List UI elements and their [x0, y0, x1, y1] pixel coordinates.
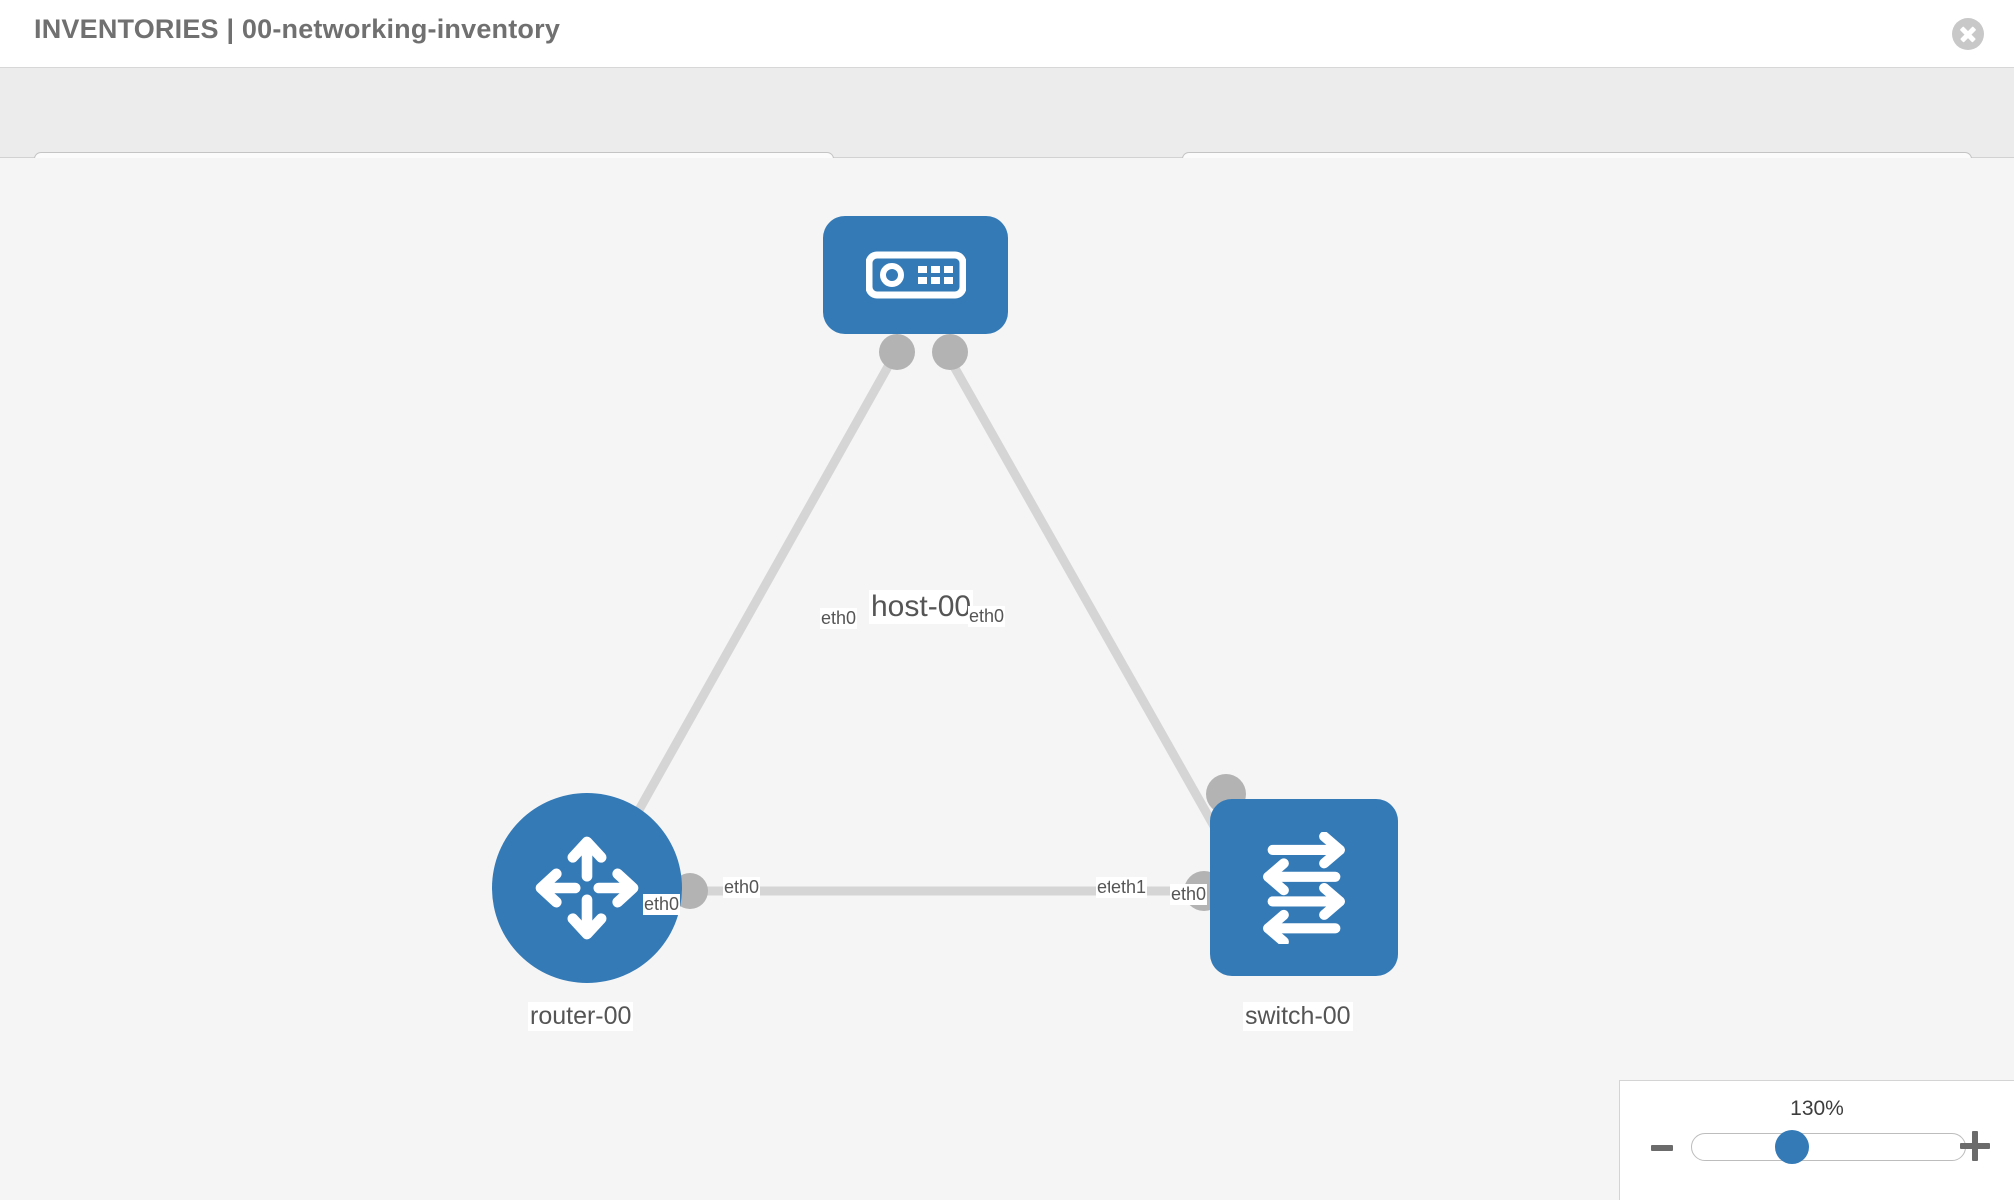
switch-arrows-icon [1263, 831, 1345, 944]
toolbar: ACTIONS SEARCH [0, 68, 2014, 202]
node-label-router-00: router-00 [528, 1002, 634, 1031]
node-label-host-00: host-00 [869, 590, 974, 624]
server-icon [865, 251, 966, 299]
node-host-00[interactable] [823, 216, 1008, 334]
node-router-00[interactable] [492, 793, 682, 983]
edge-label-router-right: eth0 [723, 877, 761, 898]
close-icon[interactable] [1952, 18, 1984, 50]
zoom-control-panel: 130% [1619, 1080, 2014, 1200]
zoom-level-value: 130% [1790, 1097, 1844, 1120]
page-title: INVENTORIES | 00-networking-inventory [34, 14, 561, 44]
connector-host-right[interactable] [932, 334, 968, 370]
page-header: INVENTORIES | 00-networking-inventory [0, 0, 2014, 68]
node-switch-00[interactable] [1210, 799, 1398, 976]
edge-label-host-right: eth0 [968, 606, 1006, 627]
edge-label-switch-left-b: eth1 [1110, 877, 1148, 898]
edge-label-router-up: eth0 [643, 894, 681, 915]
zoom-out-button[interactable] [1651, 1145, 1673, 1151]
topology-canvas[interactable]: host-00 eth0 eth0 router-00 eth0 eth0 [0, 158, 2014, 1200]
connector-host-left[interactable] [879, 334, 915, 370]
zoom-slider-handle[interactable] [1775, 1130, 1809, 1164]
router-arrows-icon [535, 836, 639, 940]
edge-label-switch-up: eth0 [1170, 884, 1208, 905]
node-label-switch-00: switch-00 [1243, 1002, 1353, 1031]
edge-host-switch[interactable] [948, 360, 1236, 861]
zoom-slider-track[interactable] [1691, 1133, 1966, 1161]
zoom-in-button[interactable] [1960, 1131, 1990, 1161]
edge-label-host-left: eth0 [820, 608, 858, 629]
edge-host-router[interactable] [608, 360, 894, 861]
